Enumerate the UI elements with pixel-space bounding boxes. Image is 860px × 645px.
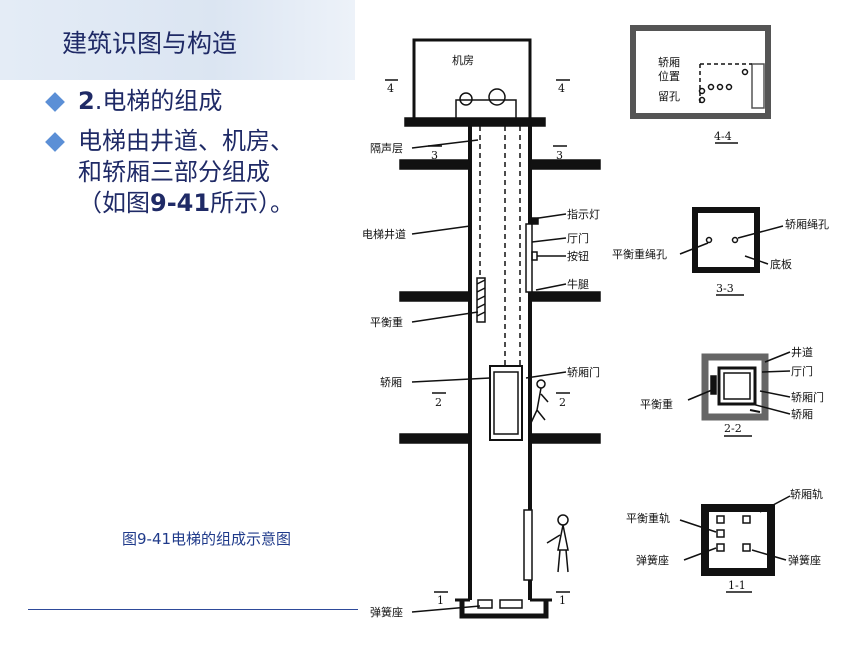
mark-3-left: 3 — [431, 149, 438, 162]
bullet-text: 电梯由井道、机房、和轿厢三部分组成（如图 — [78, 127, 294, 217]
sec11-label-spring-left: 弹簧座 — [636, 553, 669, 567]
sec22-label-counterweight: 平衡重 — [640, 397, 673, 411]
sec33-title: 3-3 — [716, 282, 734, 295]
mark-2-left: 2 — [435, 396, 442, 409]
sec22-label-shaft: 井道 — [791, 345, 813, 359]
figure-ref: 9-41 — [150, 189, 211, 217]
sec44-title: 4-4 — [714, 130, 732, 143]
footer-rule — [28, 609, 358, 610]
sec22-label-hall-door: 厅门 — [791, 364, 813, 378]
title-band — [0, 0, 355, 80]
sec22-label-car: 轿厢 — [791, 407, 813, 421]
sec44-label-car: 轿厢 — [658, 55, 680, 69]
sec44-label-position: 位置 — [658, 69, 680, 83]
mark-1-left: 1 — [437, 594, 444, 607]
label-shaft: 电梯井道 — [362, 227, 406, 241]
sec33-label-cw-rope-hole: 平衡重绳孔 — [612, 247, 667, 261]
mark-1-right: 1 — [559, 594, 566, 607]
sec44-label-hole: 留孔 — [658, 90, 680, 103]
bullet-text-end: 所示）。 — [210, 189, 295, 217]
slide-title: 建筑识图与构造 — [62, 29, 238, 58]
sec11-label-spring-right: 弹簧座 — [788, 553, 821, 567]
sec11-label-cw-rail: 平衡重轨 — [626, 511, 670, 525]
bullet-number: 2 — [78, 87, 95, 115]
label-counterweight: 平衡重 — [370, 315, 403, 329]
sec22-label-car-door: 轿厢门 — [791, 390, 824, 404]
label-hall-door: 厅门 — [567, 231, 589, 245]
sec33-label-rope-hole: 轿厢绳孔 — [785, 217, 829, 231]
mark-4-left: 4 — [387, 82, 394, 95]
label-button: 按钮 — [567, 249, 589, 263]
sec22-title: 2-2 — [724, 422, 742, 435]
label-corbel: 牛腿 — [567, 277, 589, 291]
label-soundproof: 隔声层 — [370, 141, 403, 155]
sec11-title: 1-1 — [728, 579, 746, 592]
label-car: 轿厢 — [380, 375, 402, 389]
sec11-label-car-rail: 轿厢轨 — [790, 487, 823, 501]
label-indicator: 指示灯 — [567, 207, 600, 221]
sec33-label-floor: 底板 — [770, 257, 792, 271]
bullet-text: .电梯的组成 — [94, 87, 223, 115]
mark-2-right: 2 — [559, 396, 566, 409]
label-spring-seat: 弹簧座 — [370, 605, 403, 619]
bullet-item-1: 2.电梯的组成 — [45, 86, 223, 117]
label-car-door: 轿厢门 — [567, 365, 600, 379]
bullet-item-2: 电梯由井道、机房、和轿厢三部分组成（如图9-41所示）。 — [45, 126, 298, 219]
label-machine-room: 机房 — [452, 53, 474, 67]
figure-caption: 图9-41电梯的组成示意图 — [122, 530, 292, 548]
mark-3-right: 3 — [556, 149, 563, 162]
mark-4-right: 4 — [558, 82, 565, 95]
